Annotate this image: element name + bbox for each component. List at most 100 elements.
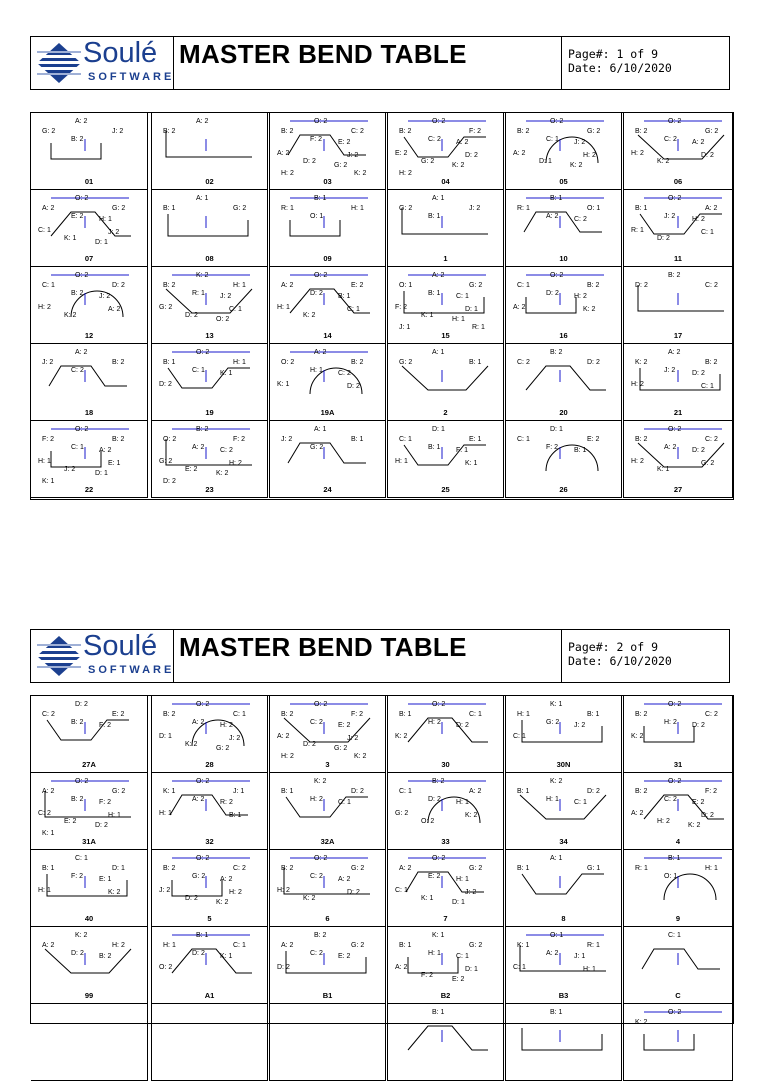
dimension-label: K: 1 bbox=[64, 235, 77, 242]
dimension-label: E: 2 bbox=[64, 818, 77, 825]
dimension-label: J: 2 bbox=[229, 735, 241, 742]
bend-profile-path bbox=[519, 945, 606, 972]
bend-profile-path bbox=[407, 717, 488, 743]
dimension-label: B: 2 bbox=[314, 932, 327, 939]
dimension-label: K: 2 bbox=[550, 778, 563, 785]
bend-name: C bbox=[675, 991, 681, 1000]
dimension-label: D: 2 bbox=[185, 895, 198, 902]
dimension-label: K: 1 bbox=[465, 460, 478, 467]
bend-name: 30N bbox=[556, 760, 571, 769]
bend-profile-path bbox=[401, 208, 488, 235]
dimension-label: H: 2 bbox=[428, 719, 441, 726]
bend-profile-path bbox=[521, 720, 603, 743]
dimension-label: K: 1 bbox=[550, 701, 563, 708]
dimension-label: F: 2 bbox=[71, 873, 84, 880]
dimension-label: B: 2 bbox=[281, 865, 294, 872]
bend-profile-drawing bbox=[407, 1025, 488, 1051]
dimension-label: G: 2 bbox=[233, 205, 247, 212]
dimension-label: D: 1 bbox=[95, 470, 108, 477]
dimension-label: C: 1 bbox=[574, 799, 587, 806]
bend-profile-path bbox=[191, 719, 245, 747]
dimension-label: D: 2 bbox=[71, 950, 84, 957]
dimension-label: C: 1 bbox=[701, 383, 714, 390]
bend-profile-path bbox=[171, 948, 252, 974]
dimension-label: H: 1 bbox=[99, 216, 112, 223]
bend-name: 30 bbox=[441, 760, 450, 769]
bend-profile-path bbox=[643, 726, 695, 743]
dimension-label: B: 1 bbox=[517, 865, 530, 872]
dimension-label: K: 1 bbox=[220, 953, 233, 960]
dimension-label: E: 2 bbox=[428, 873, 441, 880]
bend-profile-drawing bbox=[287, 442, 366, 464]
dimension-label: O: 2 bbox=[196, 701, 210, 708]
dimension-label: D: 2 bbox=[701, 152, 714, 159]
bend-name: 1 bbox=[443, 254, 448, 263]
dimension-label: O: 2 bbox=[432, 118, 446, 125]
dimension-label: F: 2 bbox=[469, 128, 482, 135]
dimension-label: R: 1 bbox=[631, 227, 644, 234]
bend-profile-path bbox=[167, 367, 250, 389]
bend-profile-path bbox=[403, 291, 485, 314]
dimension-label: C: 2 bbox=[517, 359, 530, 366]
dimension-label: A: 1 bbox=[432, 195, 445, 202]
dimension-label: C: 2 bbox=[71, 367, 84, 374]
dimension-label: O: 1 bbox=[587, 205, 601, 212]
dimension-label: G: 2 bbox=[705, 128, 719, 135]
bend-profile-drawing bbox=[285, 796, 368, 818]
dimension-label: B: 1 bbox=[163, 205, 176, 212]
dimension-label: K: 2 bbox=[196, 272, 209, 279]
dimension-label: H: 1 bbox=[517, 711, 530, 718]
dimension-label: H: 1 bbox=[395, 458, 408, 465]
page-1-header: Soulé SOFTWARE MASTER BEND TABLE Page#: … bbox=[30, 36, 730, 90]
dimension-label: K: 2 bbox=[216, 470, 229, 477]
bend-name: 23 bbox=[205, 485, 214, 494]
dimension-label: A: 2 bbox=[99, 447, 112, 454]
dimension-label: B: 2 bbox=[635, 436, 648, 443]
bend-name: 28 bbox=[205, 760, 214, 769]
dimension-label: O: 2 bbox=[668, 701, 682, 708]
dimension-label: G: 2 bbox=[469, 865, 483, 872]
dimension-label: H: 1 bbox=[351, 205, 364, 212]
dimension-label: C: 1 bbox=[395, 887, 408, 894]
dimension-label: H: 1 bbox=[38, 887, 51, 894]
dimension-label: D: 1 bbox=[112, 865, 125, 872]
page-number: Page#: 1 of 9 bbox=[568, 47, 659, 61]
dimension-label: O: 2 bbox=[281, 359, 295, 366]
bend-name: 09 bbox=[323, 254, 332, 263]
dimension-label: O: 2 bbox=[314, 701, 328, 708]
bend-profile-path bbox=[521, 873, 604, 895]
dimension-label: F: 2 bbox=[99, 799, 112, 806]
dimension-label: H: 1 bbox=[705, 865, 718, 872]
dimension-label: H: 1 bbox=[108, 812, 121, 819]
dimension-label: A: 2 bbox=[513, 304, 526, 311]
dimension-label: O: 1 bbox=[664, 873, 678, 880]
dimension-label: G: 2 bbox=[399, 359, 413, 366]
dimension-label: K: 2 bbox=[303, 895, 316, 902]
bend-name: 19 bbox=[205, 408, 214, 417]
dimension-label: O: 2 bbox=[314, 118, 328, 125]
dimension-label: D: 2 bbox=[95, 822, 108, 829]
dimension-label: J: 2 bbox=[469, 205, 481, 212]
bend-profile-path bbox=[287, 442, 366, 464]
bend-name: A1 bbox=[204, 991, 215, 1000]
bend-profile-path bbox=[639, 213, 722, 235]
dimension-label: C: 1 bbox=[192, 367, 205, 374]
bend-profile-drawing bbox=[405, 857, 486, 893]
bend-profile-drawing bbox=[519, 934, 606, 972]
dimension-label: E: 2 bbox=[185, 466, 198, 473]
dimension-label: J: 2 bbox=[574, 722, 586, 729]
dimension-label: D: 2 bbox=[347, 383, 360, 390]
dimension-label: B: 1 bbox=[668, 855, 681, 862]
dimension-label: D: 2 bbox=[587, 359, 600, 366]
bend-profile-drawing bbox=[172, 703, 250, 747]
